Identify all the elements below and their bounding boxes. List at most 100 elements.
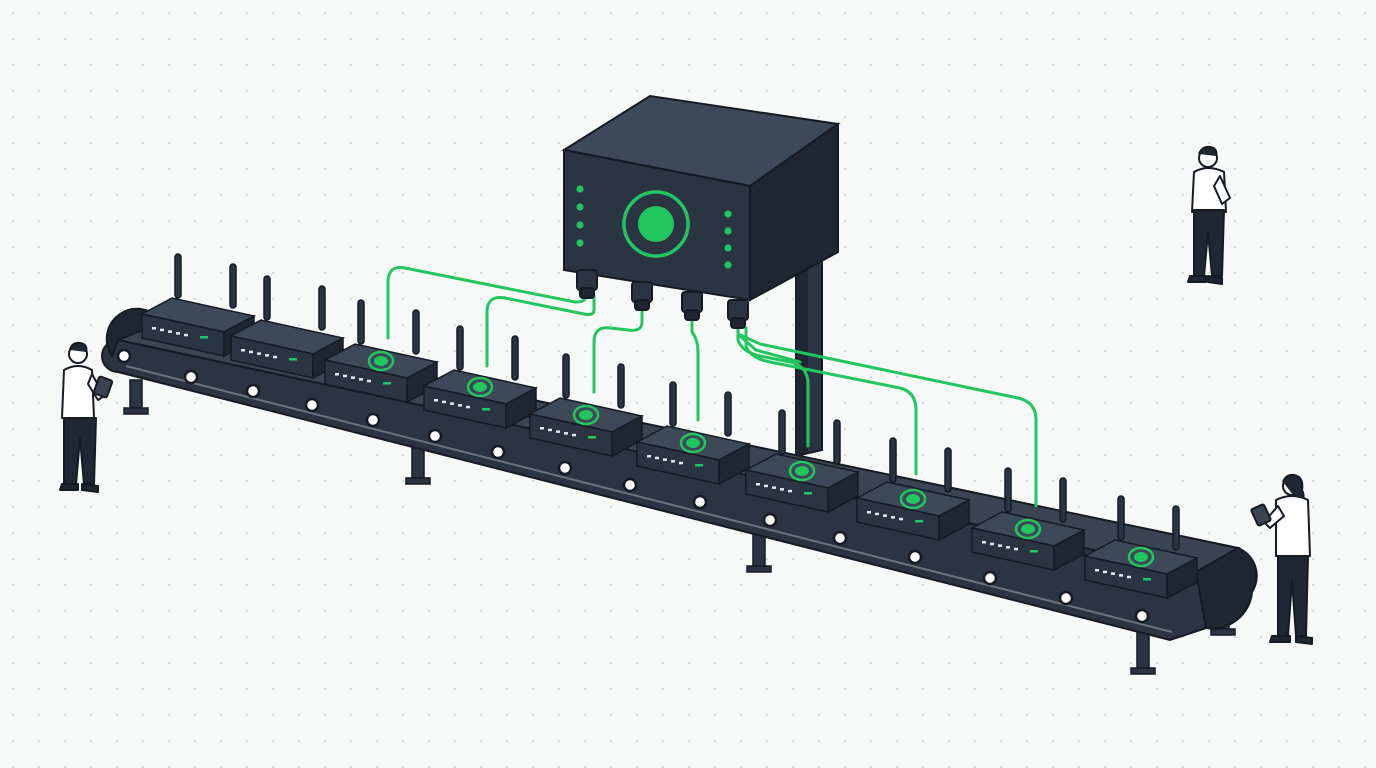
router-led-icon: [564, 432, 568, 435]
status-ring-icon: [1127, 546, 1155, 568]
router-led-icon: [671, 460, 675, 463]
roller-icon: [304, 397, 320, 413]
router-led-icon: [1006, 546, 1010, 549]
status-ring-icon: [788, 460, 816, 482]
roller-icon: [183, 369, 199, 385]
roller-icon: [622, 477, 638, 493]
cable: [744, 326, 918, 476]
roller-icon: [762, 512, 778, 528]
router-led-icon: [867, 511, 871, 514]
status-led-icon: [576, 185, 584, 193]
router-led-icon: [1119, 574, 1123, 577]
antenna-icon: [263, 275, 271, 321]
router-led-icon: [695, 464, 703, 467]
router-unit: [1082, 495, 1200, 600]
antenna-icon: [669, 381, 677, 427]
router-led-icon: [804, 492, 812, 495]
router-led-icon: [1127, 575, 1131, 579]
programmer-unit: [561, 94, 841, 329]
status-led-icon: [724, 227, 732, 235]
router-led-icon: [367, 379, 371, 383]
antenna-icon: [833, 419, 841, 465]
roller-icon: [557, 460, 573, 476]
router-unit: [743, 409, 861, 514]
conveyor-rollers: [116, 348, 1150, 624]
programming-cables: [386, 266, 1038, 508]
cable: [738, 334, 802, 364]
router-led-icon: [990, 542, 994, 546]
router-unit: [527, 353, 645, 458]
router-led-icon: [588, 436, 596, 439]
cable: [690, 316, 700, 422]
router-led-icon: [200, 336, 208, 339]
router-led-icon: [1030, 550, 1038, 553]
routers: [139, 253, 1200, 600]
router-led-icon: [1143, 578, 1151, 581]
cable: [736, 324, 810, 448]
connector-icon: [631, 281, 653, 311]
router-led-icon: [875, 512, 879, 516]
programmer-connectors: [576, 269, 749, 329]
cable: [386, 266, 587, 340]
roller-icon: [427, 428, 443, 444]
status-led-column-right: [724, 210, 732, 269]
roller-icon: [832, 530, 848, 546]
router-led-icon: [756, 483, 760, 486]
status-ring-icon: [367, 350, 395, 372]
status-ring-icon: [1014, 518, 1042, 540]
router-led-icon: [655, 456, 659, 460]
antenna-icon: [889, 437, 897, 483]
router-led-icon: [257, 352, 261, 355]
roller-icon: [982, 570, 998, 586]
router-led-icon: [663, 458, 667, 461]
power-ring-icon: [622, 190, 690, 258]
antenna-icon: [617, 363, 625, 409]
router-led-icon: [548, 428, 552, 432]
antenna-icon: [511, 335, 519, 381]
router-led-icon: [1014, 547, 1018, 551]
router-led-icon: [249, 350, 253, 354]
connector-icon: [681, 291, 703, 321]
status-ring-icon: [466, 376, 494, 398]
roller-icon: [365, 412, 381, 428]
router-led-icon: [152, 327, 156, 330]
router-led-icon: [772, 486, 776, 489]
antenna-icon: [318, 285, 326, 331]
tablet-icon: [92, 375, 114, 399]
antenna-icon: [229, 263, 237, 309]
roller-icon: [1134, 608, 1150, 624]
status-led-icon: [576, 239, 584, 247]
router-led-icon: [883, 514, 887, 517]
router-led-icon: [891, 516, 895, 519]
router-led-icon: [780, 488, 784, 491]
router-led-icon: [160, 328, 164, 332]
router-led-icon: [335, 373, 339, 376]
roller-icon: [907, 549, 923, 565]
person-top-right: [1187, 145, 1231, 285]
status-led-icon: [724, 244, 732, 252]
router-led-icon: [788, 489, 792, 493]
antenna-icon: [357, 299, 365, 345]
status-led-icon: [576, 221, 584, 229]
router-led-icon: [176, 332, 180, 335]
router-led-icon: [764, 484, 768, 488]
router-led-icon: [458, 404, 462, 407]
router-led-icon: [450, 402, 454, 405]
status-ring-icon: [899, 488, 927, 510]
status-led-icon: [724, 210, 732, 218]
status-led-icon: [576, 203, 584, 211]
roller-icon: [1058, 590, 1074, 606]
antenna-icon: [1004, 467, 1012, 513]
antenna-icon: [1172, 505, 1180, 551]
antenna-icon: [174, 253, 182, 299]
router-led-icon: [241, 349, 245, 352]
router-unit: [854, 437, 972, 542]
router-led-icon: [1103, 570, 1107, 574]
roller-icon: [490, 444, 506, 460]
tablet-icon: [1250, 503, 1272, 527]
router-led-icon: [998, 544, 1002, 547]
router-led-icon: [184, 333, 188, 337]
router-led-icon: [915, 520, 923, 523]
router-led-icon: [351, 376, 355, 379]
router-led-icon: [482, 408, 490, 411]
